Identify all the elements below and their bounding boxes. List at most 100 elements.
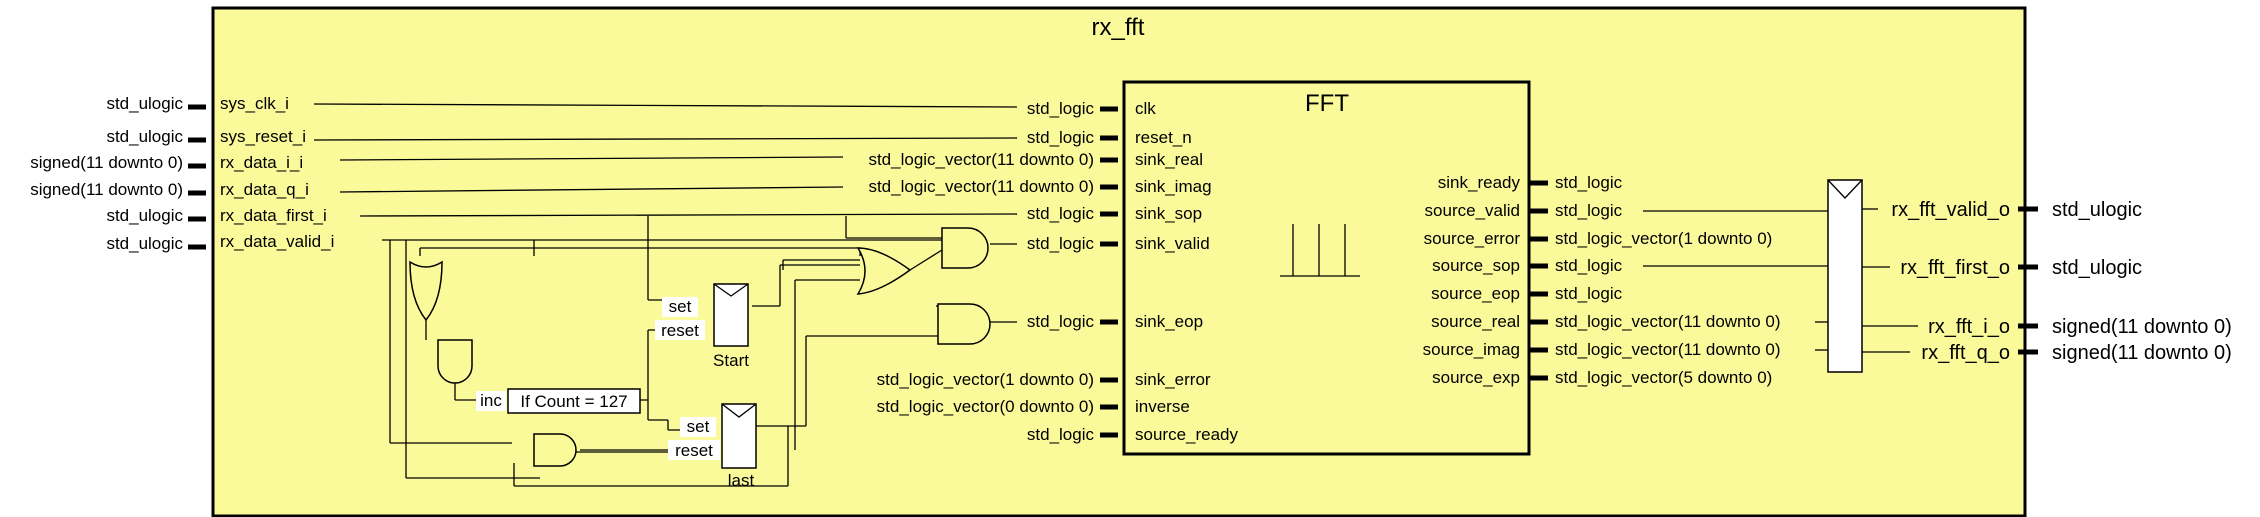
fft-input-type: std_logic_vector(11 downto 0) — [868, 150, 1094, 169]
fft-input-type: std_logic_vector(1 downto 0) — [877, 370, 1094, 389]
or-gate-middle — [856, 247, 912, 295]
fft-input-name: sink_eop — [1135, 312, 1203, 331]
fft-input-name: reset_n — [1135, 128, 1192, 147]
and-gate-eop — [937, 303, 991, 345]
counter-condition-label: If Count = 127 — [520, 392, 627, 411]
fft-input-name: sink_imag — [1135, 177, 1212, 196]
fft-input-port: std_logic reset_n — [1027, 128, 1192, 147]
start-register-label: Start — [713, 351, 749, 370]
start-reset-label: reset — [661, 321, 699, 340]
top-input-type: std_ulogic — [106, 127, 183, 146]
last-register-label: last — [728, 471, 755, 490]
fft-input-port: std_logic clk — [1027, 99, 1156, 118]
top-input-type: signed(11 downto 0) — [30, 180, 183, 199]
rx-fft-module-box — [211, 6, 2027, 517]
fft-input-type: std_logic_vector(0 downto 0) — [877, 397, 1094, 416]
fft-input-name: sink_valid — [1135, 234, 1210, 253]
fft-output-port: source_real std_logic_vector(11 downto 0… — [1431, 312, 1780, 331]
top-output-type: std_ulogic — [2052, 257, 2142, 279]
top-outputs: rx_fft_valid_o std_ulogic rx_fft_first_o… — [1891, 199, 2231, 364]
start-set-label: set — [669, 297, 692, 316]
start-register-clock-icon — [713, 283, 749, 297]
fft-input-type: std_logic_vector(11 downto 0) — [868, 177, 1094, 196]
fft-core-box — [1122, 80, 1531, 456]
top-input-port: std_ulogic sys_clk_i — [106, 94, 289, 113]
top-input-port: std_ulogic rx_data_valid_i — [106, 232, 334, 253]
fft-input-port: std_logic sink_sop — [1027, 204, 1202, 223]
and-gate-bottom — [533, 433, 577, 467]
top-output-port: rx_fft_q_o signed(11 downto 0) — [1921, 342, 2231, 364]
top-output-port: rx_fft_valid_o std_ulogic — [1891, 199, 2142, 221]
top-output-port: rx_fft_i_o signed(11 downto 0) — [1928, 316, 2232, 338]
and-gate-left — [437, 339, 473, 384]
fft-input-type: std_logic — [1027, 99, 1095, 118]
top-output-name: rx_fft_valid_o — [1891, 199, 2010, 221]
fft-outputs: sink_ready std_logic source_valid std_lo… — [1423, 173, 1781, 387]
top-input-name: sys_reset_i — [220, 127, 306, 146]
fft-input-port: std_logic_vector(0 downto 0) inverse — [877, 397, 1190, 416]
fft-input-port: std_logic sink_valid — [1027, 234, 1210, 253]
fft-input-name: sink_error — [1135, 370, 1211, 389]
fft-output-name: source_error — [1424, 229, 1521, 248]
fft-output-type: std_logic — [1555, 284, 1623, 303]
fft-output-type: std_logic_vector(5 downto 0) — [1555, 368, 1772, 387]
last-reset-label: reset — [675, 441, 713, 460]
fft-output-type: std_logic — [1555, 256, 1623, 275]
fft-output-port: source_imag std_logic_vector(11 downto 0… — [1423, 340, 1781, 359]
top-input-port: std_ulogic sys_reset_i — [106, 127, 306, 146]
top-output-type: std_ulogic — [2052, 199, 2142, 221]
top-input-type: signed(11 downto 0) — [30, 153, 183, 172]
fft-input-type: std_logic — [1027, 312, 1095, 331]
fft-output-port: sink_ready std_logic — [1438, 173, 1623, 192]
top-input-type: std_ulogic — [106, 234, 183, 253]
fft-input-type: std_logic — [1027, 204, 1095, 223]
module-title: rx_fft — [1092, 14, 1145, 41]
fft-output-port: source_valid std_logic — [1425, 201, 1623, 220]
top-output-type: signed(11 downto 0) — [2052, 316, 2232, 338]
fft-input-port: std_logic_vector(11 downto 0) sink_real — [868, 150, 1203, 169]
fft-output-type: std_logic_vector(11 downto 0) — [1555, 312, 1781, 331]
fft-output-name: source_real — [1431, 312, 1520, 331]
fft-output-type: std_logic_vector(1 downto 0) — [1555, 229, 1772, 248]
fft-input-port: std_logic sink_eop — [1027, 312, 1203, 331]
fft-output-port: source_error std_logic_vector(1 downto 0… — [1424, 229, 1773, 248]
fft-output-port: source_eop std_logic — [1431, 284, 1622, 303]
fft-input-name: inverse — [1135, 397, 1190, 416]
top-input-port: signed(11 downto 0) rx_data_q_i — [30, 180, 309, 199]
top-input-type: std_ulogic — [106, 206, 183, 225]
fft-output-name: source_exp — [1432, 368, 1520, 387]
fft-inputs: std_logic clk std_logic reset_n std_logi… — [868, 99, 1238, 444]
last-register — [721, 403, 757, 469]
fft-output-name: source_imag — [1423, 340, 1520, 359]
fft-title: FFT — [1305, 90, 1349, 117]
last-set-label: set — [687, 417, 710, 436]
fft-input-name: source_ready — [1135, 425, 1239, 444]
counter-box — [507, 388, 641, 414]
fft-input-name: clk — [1135, 99, 1156, 118]
fft-input-type: std_logic — [1027, 234, 1095, 253]
top-output-type: signed(11 downto 0) — [2052, 342, 2232, 364]
fft-output-name: sink_ready — [1438, 173, 1521, 192]
fft-output-port: source_sop std_logic — [1432, 256, 1622, 275]
fft-input-type: std_logic — [1027, 128, 1095, 147]
top-inputs: std_ulogic sys_clk_i std_ulogic sys_rese… — [30, 94, 334, 253]
fft-output-name: source_sop — [1432, 256, 1520, 275]
fft-output-name: source_eop — [1431, 284, 1520, 303]
top-input-port: std_ulogic rx_data_first_i — [106, 206, 326, 225]
fft-input-name: sink_sop — [1135, 204, 1202, 223]
fft-input-port: std_logic_vector(11 downto 0) sink_imag — [868, 177, 1211, 196]
output-register — [1827, 179, 1863, 373]
top-output-port: rx_fft_first_o std_ulogic — [1900, 257, 2142, 279]
fft-output-type: std_logic — [1555, 173, 1623, 192]
top-input-name: rx_data_valid_i — [220, 232, 334, 251]
fft-output-port: source_exp std_logic_vector(5 downto 0) — [1432, 368, 1772, 387]
fft-input-type: std_logic — [1027, 425, 1095, 444]
fft-output-name: source_valid — [1425, 201, 1520, 220]
or-gate-left — [409, 260, 443, 322]
top-input-name: rx_data_i_i — [220, 153, 303, 172]
top-output-name: rx_fft_first_o — [1900, 257, 2010, 279]
signal-wires — [313, 103, 1918, 353]
fft-symbol — [1280, 224, 1360, 277]
output-register-clock-icon — [1827, 179, 1863, 199]
top-input-port: signed(11 downto 0) rx_data_i_i — [30, 153, 303, 172]
